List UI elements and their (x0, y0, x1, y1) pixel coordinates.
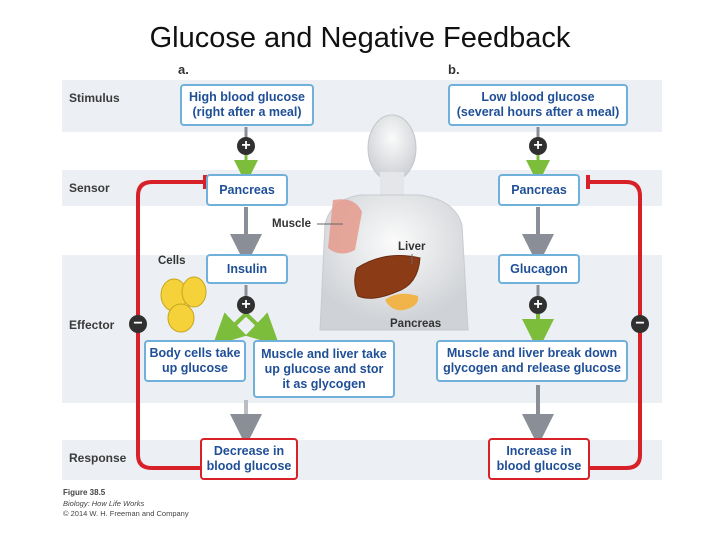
row-label-sensor: Sensor (69, 181, 110, 195)
figure-copyright: © 2014 W. H. Freeman and Company (63, 509, 189, 518)
left-loop-minus-sign: − (129, 315, 147, 333)
right-response-line1: Increase in (506, 444, 572, 458)
left-effect2-line3: it as glycogen (282, 376, 366, 391)
left-hormone-label: Insulin (226, 261, 268, 276)
liver-label: Liver (398, 241, 426, 253)
right-effector-plus-sign: + (529, 296, 547, 314)
panel-letter-b: b. (448, 62, 460, 77)
row-label-effector: Effector (69, 318, 115, 332)
left-sensor-plus-sign: + (237, 137, 255, 155)
left-effect1-line2: up glucose (162, 361, 228, 375)
right-loop-minus-sign: − (631, 315, 649, 333)
left-effect2-line1: Muscle and liver take (261, 346, 387, 361)
page-title: Glucose and Negative Feedback (149, 22, 571, 54)
right-stimulus-line2: (several hours after a meal) (456, 105, 620, 119)
pancreas-label: Pancreas (390, 318, 442, 330)
right-hormone-box: Glucagon (498, 254, 580, 284)
figure-number: Figure 38.5 (63, 488, 106, 497)
right-effect-line2: glycogen and release glucose (443, 361, 621, 375)
left-response-line2: blood glucose (206, 459, 292, 473)
muscle-label: Muscle (272, 218, 311, 230)
left-hormone-box: Insulin (206, 254, 288, 284)
left-stimulus-line2: (right after a meal) (192, 105, 302, 119)
left-effect1-line1: Body cells take (149, 346, 241, 360)
liver-illustration (354, 255, 421, 299)
cells-label: Cells (158, 255, 186, 267)
right-stimulus-line1: Low blood glucose (481, 90, 595, 104)
left-sensor-label: Pancreas (219, 182, 275, 197)
left-stimulus-box: High blood glucose(right after a meal) (180, 84, 314, 126)
pancreas-illustration (385, 293, 419, 311)
right-sensor-label: Pancreas (511, 182, 567, 197)
panel-letter-a: a. (178, 62, 189, 77)
right-sensor-plus-sign: + (529, 137, 547, 155)
left-sensor-box: Pancreas (206, 174, 288, 206)
cells-illustration (160, 276, 207, 333)
right-sensor-box: Pancreas (498, 174, 580, 206)
left-stimulus-line1: High blood glucose (189, 90, 305, 104)
right-response-line2: blood glucose (496, 459, 582, 473)
left-effector-plus-sign: + (237, 296, 255, 314)
right-hormone-label: Glucagon (510, 261, 568, 276)
right-effect-line1: Muscle and liver break down (446, 346, 618, 360)
right-stimulus-box: Low blood glucose(several hours after a … (448, 84, 628, 126)
left-effect2-line2: up glucose and stor (264, 361, 384, 376)
figure-book: Biology: How Life Works (63, 499, 145, 508)
left-response-line1: Decrease in (213, 444, 285, 458)
row-label-stimulus: Stimulus (69, 91, 120, 105)
row-label-response: Response (69, 451, 127, 465)
